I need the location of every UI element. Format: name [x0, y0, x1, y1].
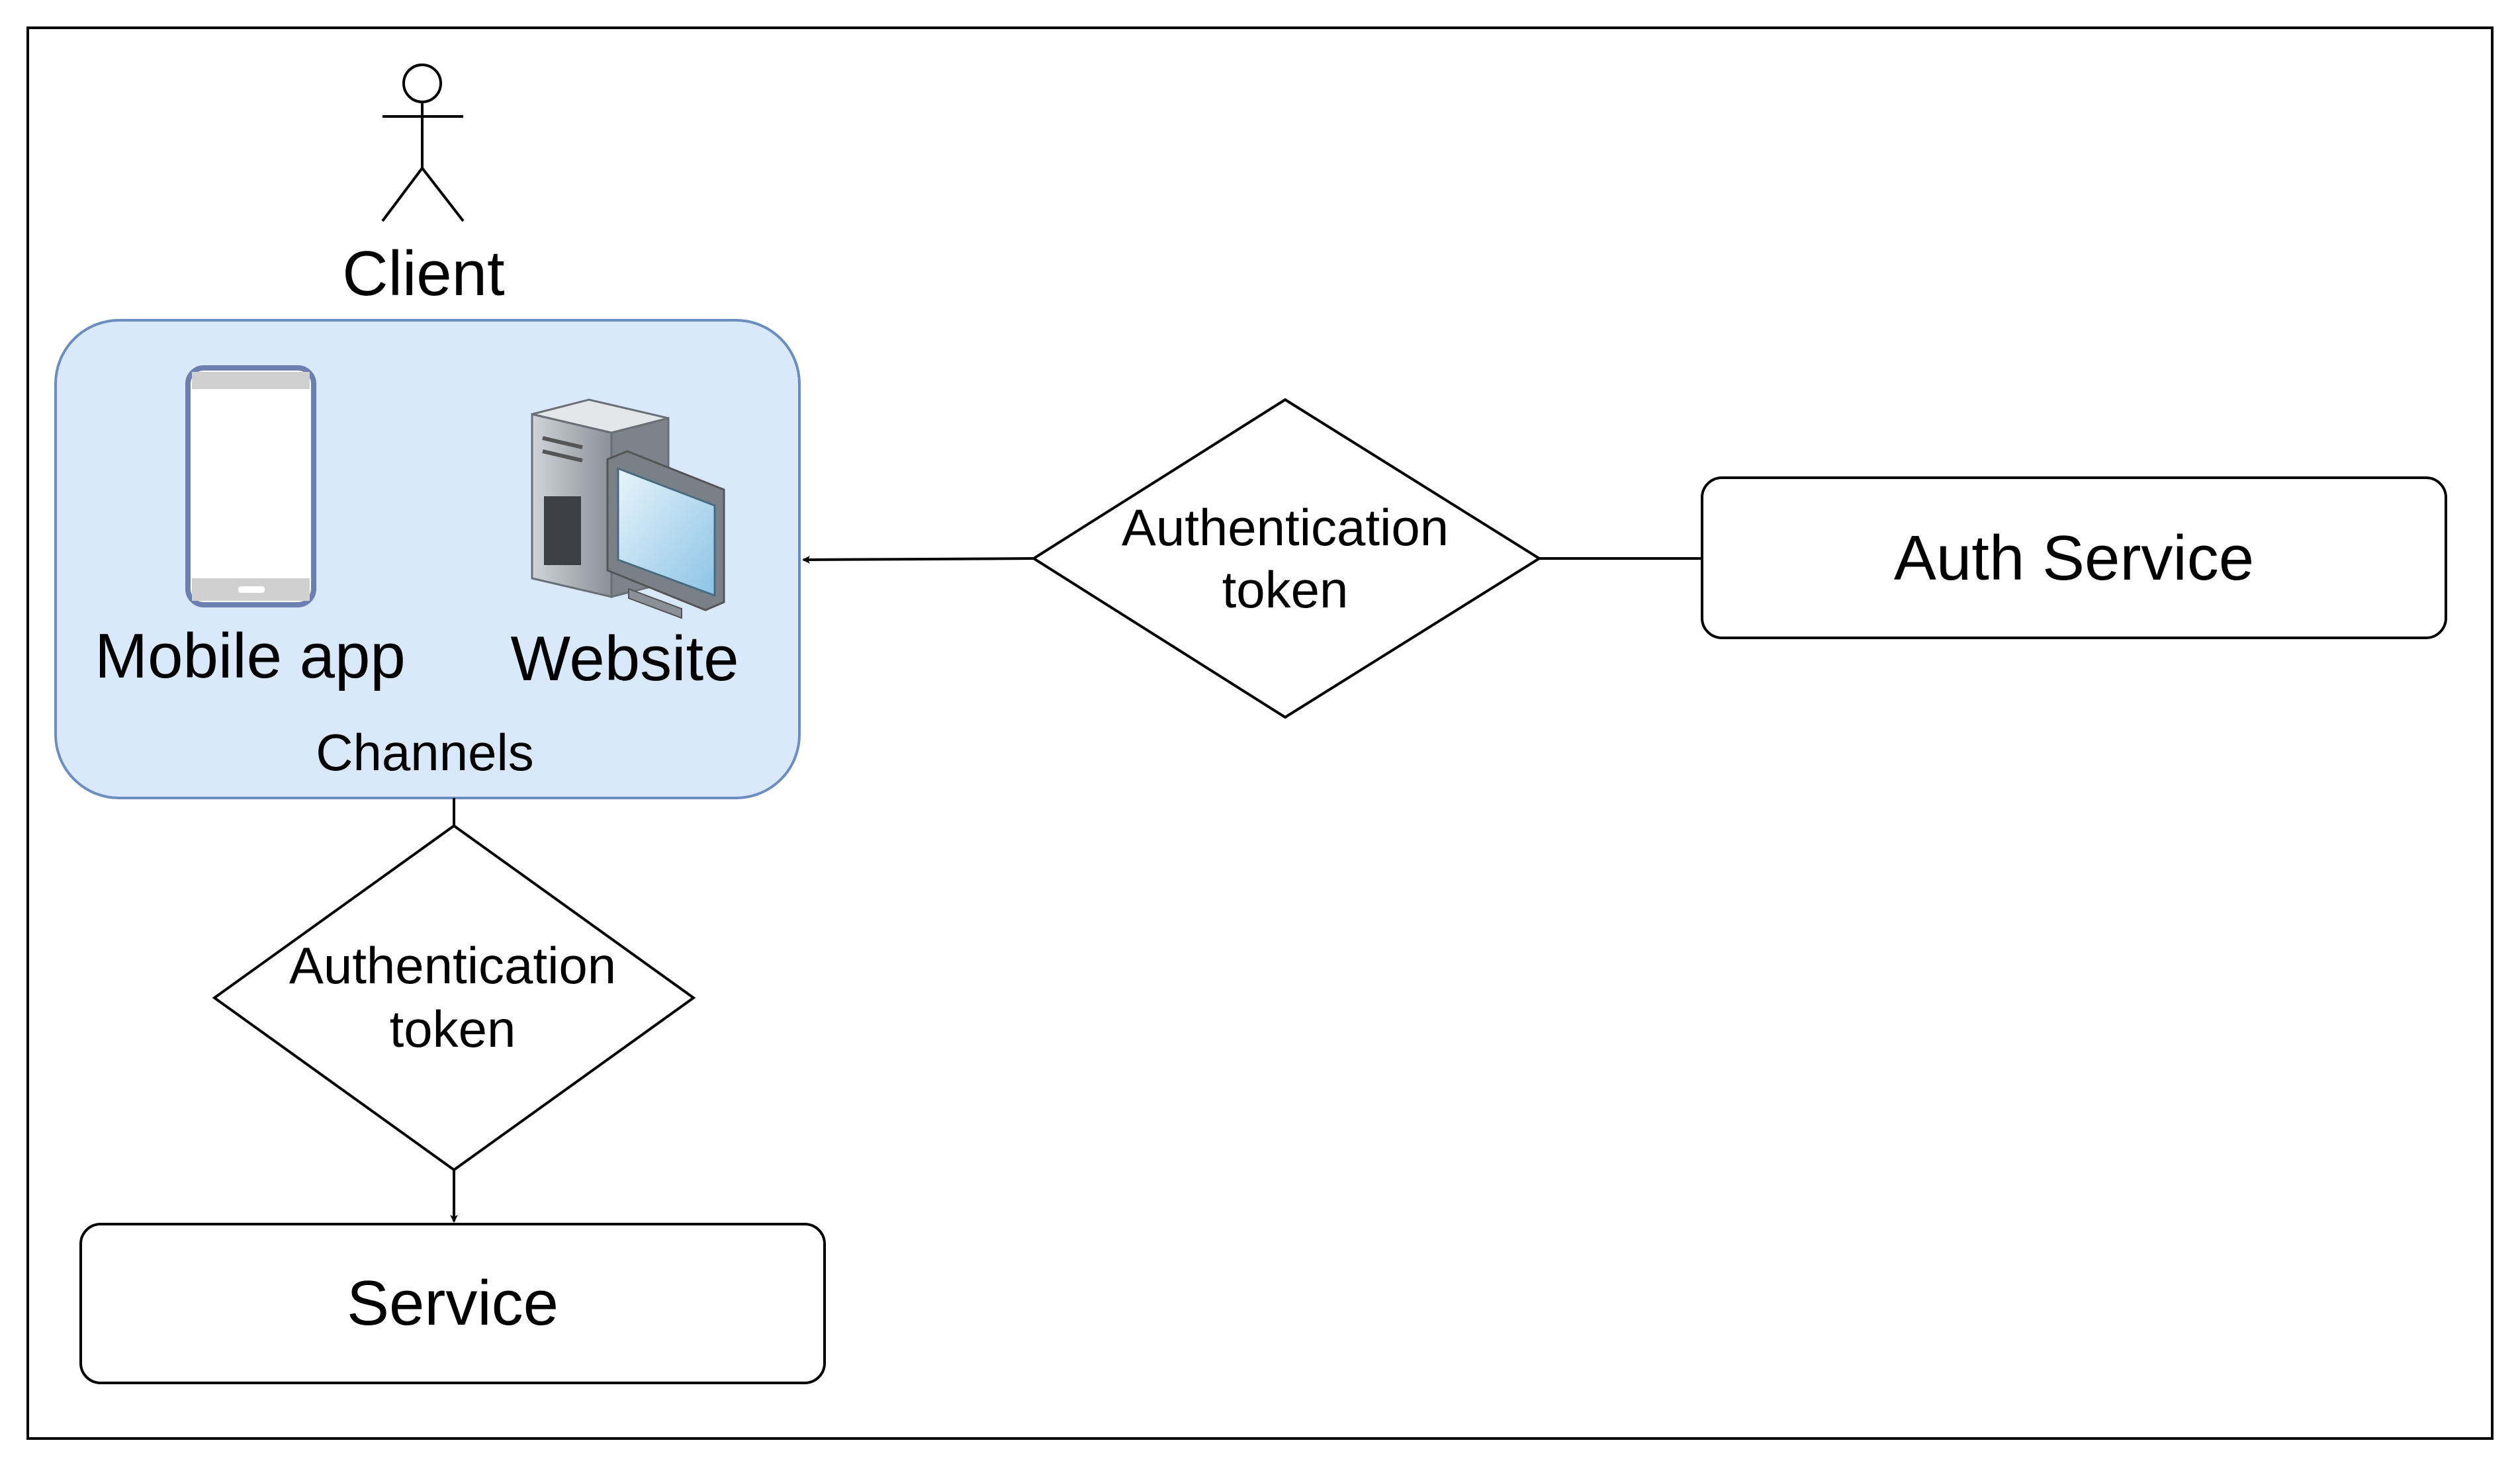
diagram-frame — [26, 26, 2494, 1440]
decision-authentication-token-vertical[interactable]: Authentication token — [212, 824, 696, 1172]
client-label: Client — [342, 238, 504, 309]
decision-label-line2: token — [390, 1000, 516, 1058]
decision-label-line2: token — [1222, 560, 1349, 619]
channels-container[interactable]: Mobile app Website Channels — [54, 319, 801, 799]
channel-label-website: Website — [510, 623, 739, 694]
decision-diamond-shape — [212, 824, 696, 1172]
auth-service-label: Auth Service — [1894, 523, 2254, 594]
decision-label-line1: Authentication — [289, 936, 616, 995]
decision-diamond-shape — [1031, 398, 1542, 719]
service-label: Service — [347, 1268, 559, 1339]
decision-authentication-token-horizontal[interactable]: Authentication token — [1031, 398, 1542, 719]
channels-label: Channels — [316, 723, 534, 781]
service-node[interactable]: Service — [79, 1223, 826, 1384]
client-actor[interactable]: Client — [342, 64, 505, 309]
mobile-phone-icon — [185, 365, 316, 607]
auth-service-box — [1701, 476, 2447, 639]
auth-service-node[interactable]: Auth Service — [1701, 476, 2447, 639]
channel-label-mobile-app: Mobile app — [95, 621, 406, 691]
stick-figure-icon — [381, 64, 465, 222]
desktop-computer-icon — [531, 398, 725, 619]
decision-label-line1: Authentication — [1122, 498, 1449, 556]
service-box — [79, 1223, 826, 1384]
connector-decision-to-channels — [802, 555, 1034, 564]
